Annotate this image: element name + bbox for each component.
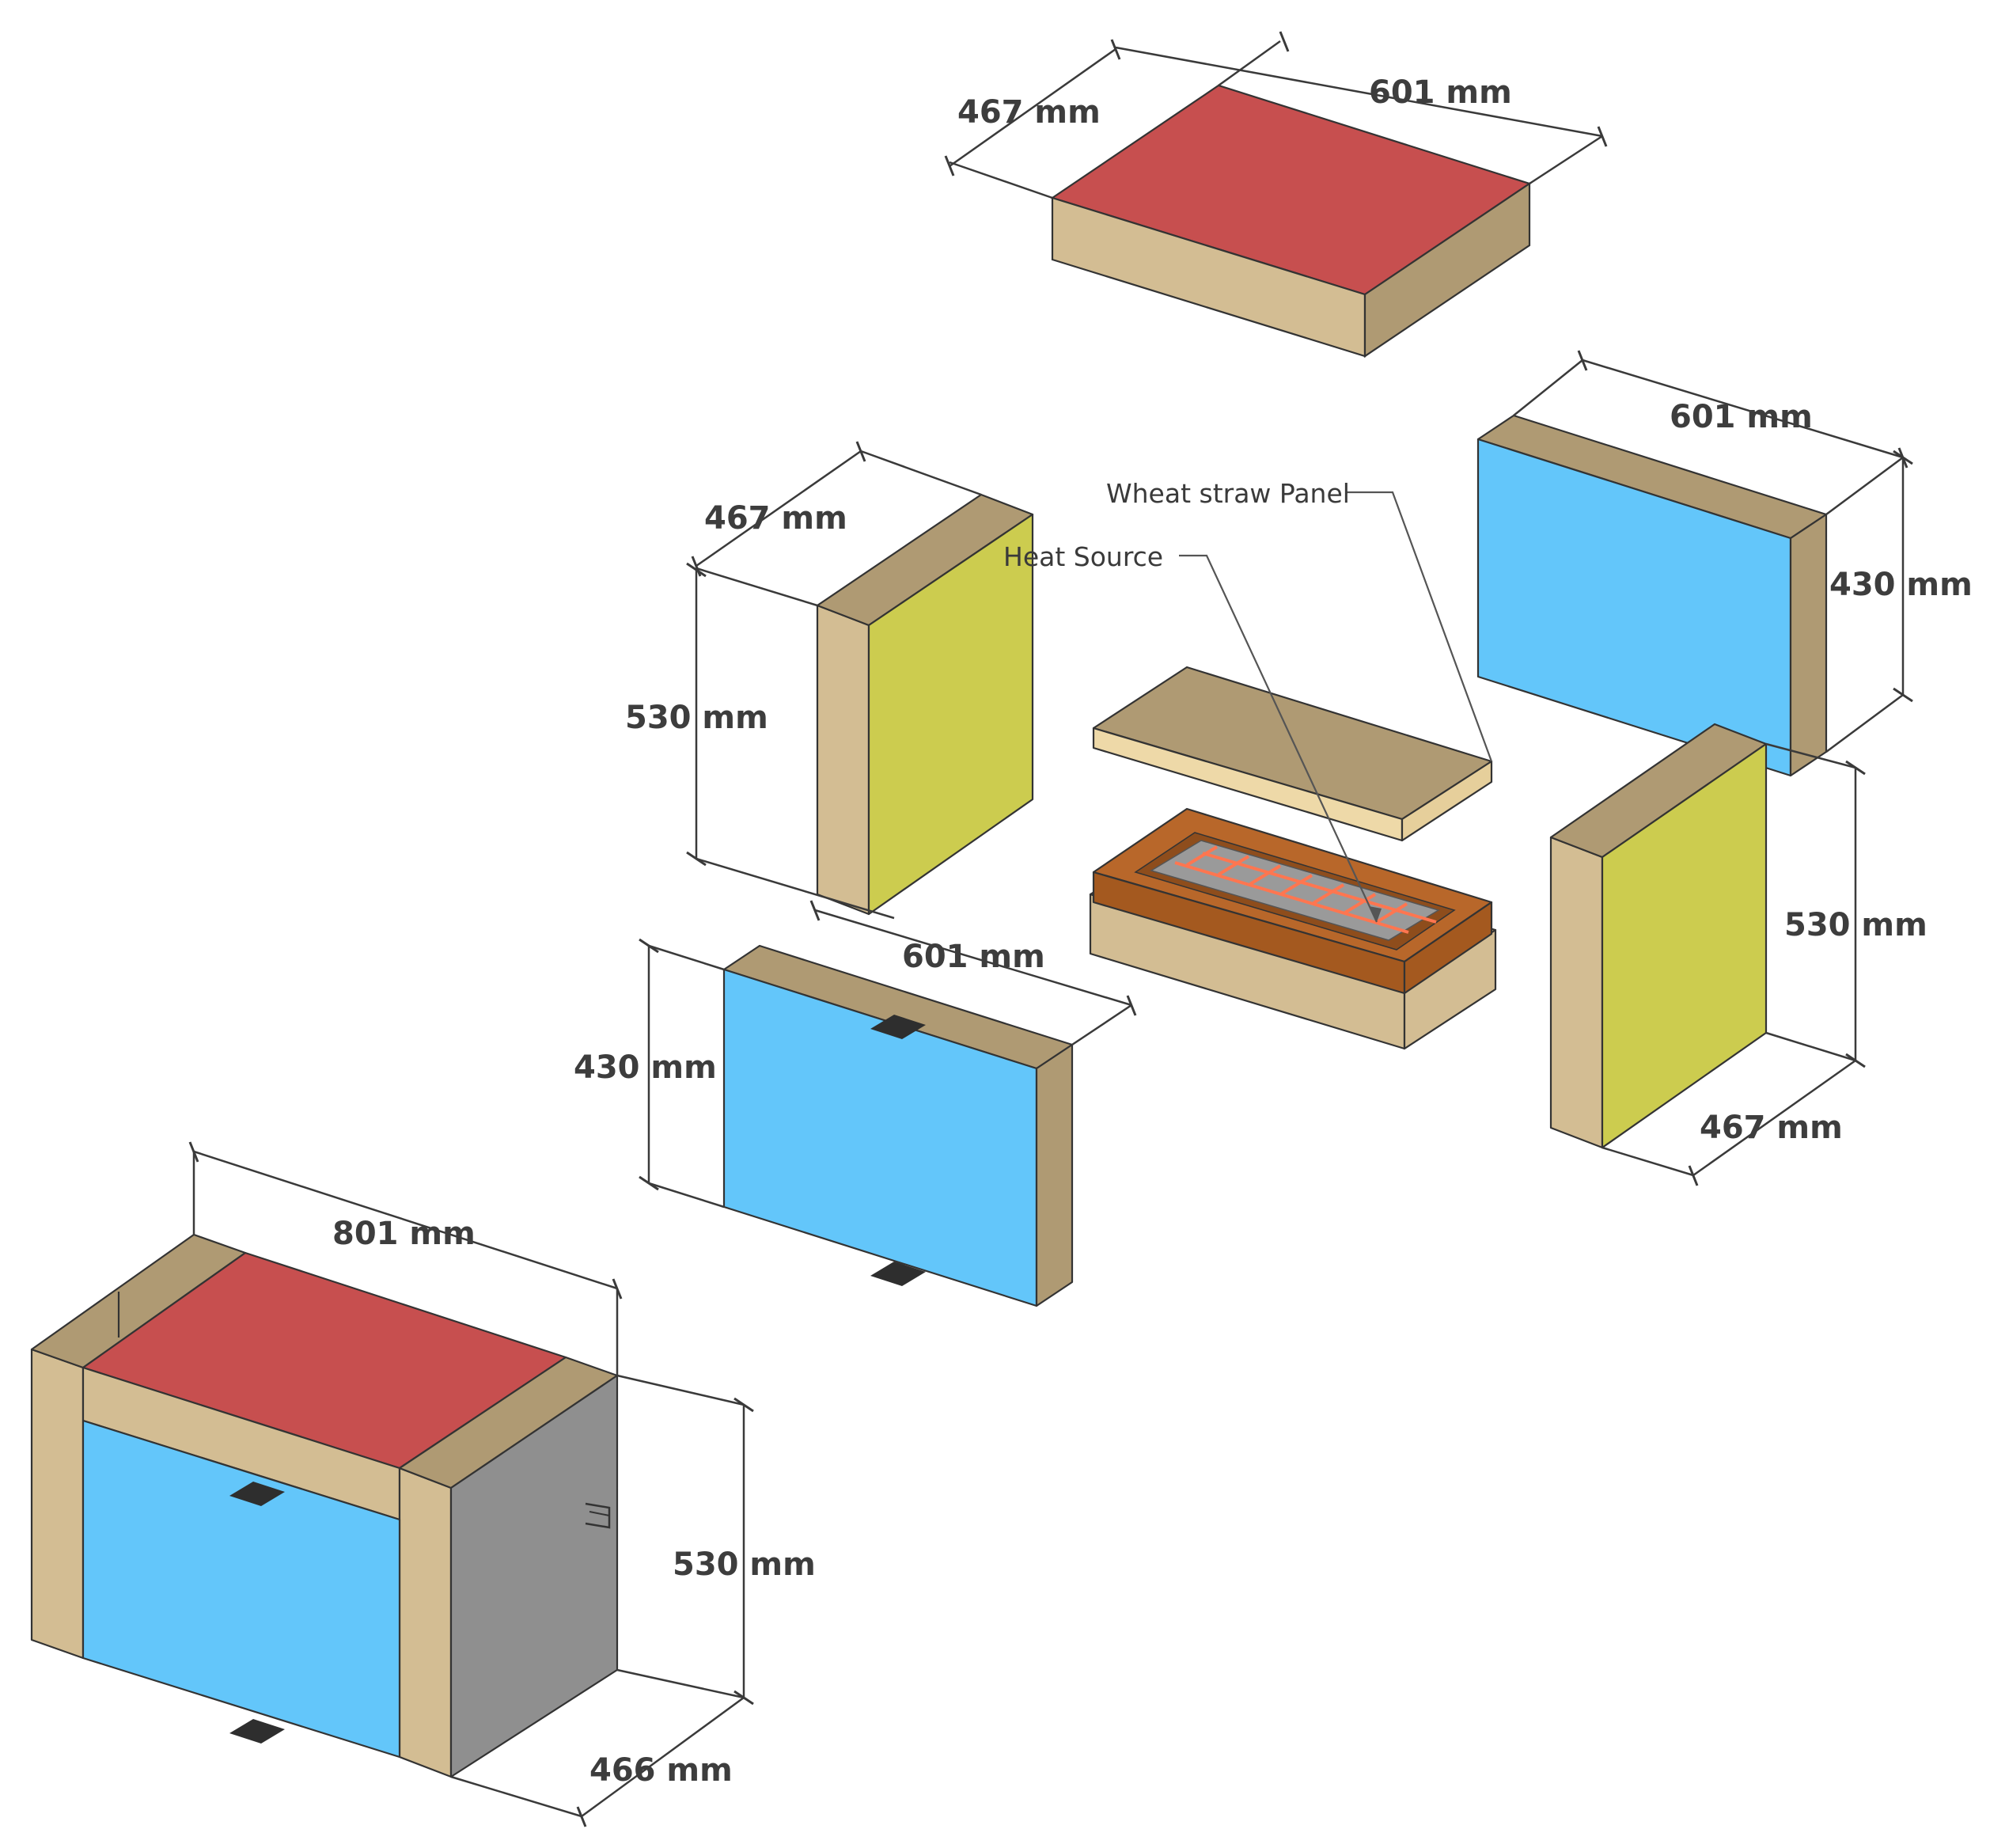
back-panel-width-label: 601 mm [1670, 399, 1813, 435]
heat-source-tray [1089, 807, 1497, 1050]
right-panel-depth-label: 467 mm [1700, 1110, 1843, 1146]
box-handle-bottom [229, 1719, 285, 1744]
front-panel [722, 944, 1074, 1307]
top-lid-side-face [1363, 181, 1531, 359]
front-panel-height-label: 430 mm [574, 1049, 717, 1086]
box-width-label: 801 mm [332, 1216, 476, 1252]
box-depth-label: 466 mm [589, 1752, 733, 1789]
back-panel-height-label: 430 mm [1829, 567, 1973, 603]
front-panel-handle-top [870, 1015, 926, 1039]
box-handle-top [229, 1482, 285, 1506]
box-latch [585, 1502, 611, 1529]
right-panel-height-label: 530 mm [1784, 907, 1927, 943]
wheat-straw-panel [1092, 666, 1493, 842]
box-height-label: 530 mm [673, 1546, 816, 1583]
left-side-panel [816, 493, 1034, 916]
heating-element [1174, 845, 1437, 934]
heat-source-callout: Heat Source [1003, 541, 1163, 572]
top-lid-depth-label: 467 mm [957, 94, 1101, 131]
back-panel [1476, 414, 1828, 777]
assembled-box [30, 1233, 619, 1778]
top-lid-width-label: 601 mm [1369, 74, 1512, 111]
left-panel-depth-label: 467 mm [704, 500, 847, 537]
right-side-panel [1549, 723, 1768, 1149]
callout-leaders [1179, 491, 1493, 923]
front-panel-width-label: 601 mm [902, 939, 1045, 975]
wheat-straw-panel-callout: Wheat straw Panel [1106, 478, 1350, 509]
left-panel-height-label: 530 mm [625, 700, 768, 736]
front-panel-handle-bottom [870, 1262, 926, 1286]
dimension-lines [188, 31, 1913, 1827]
